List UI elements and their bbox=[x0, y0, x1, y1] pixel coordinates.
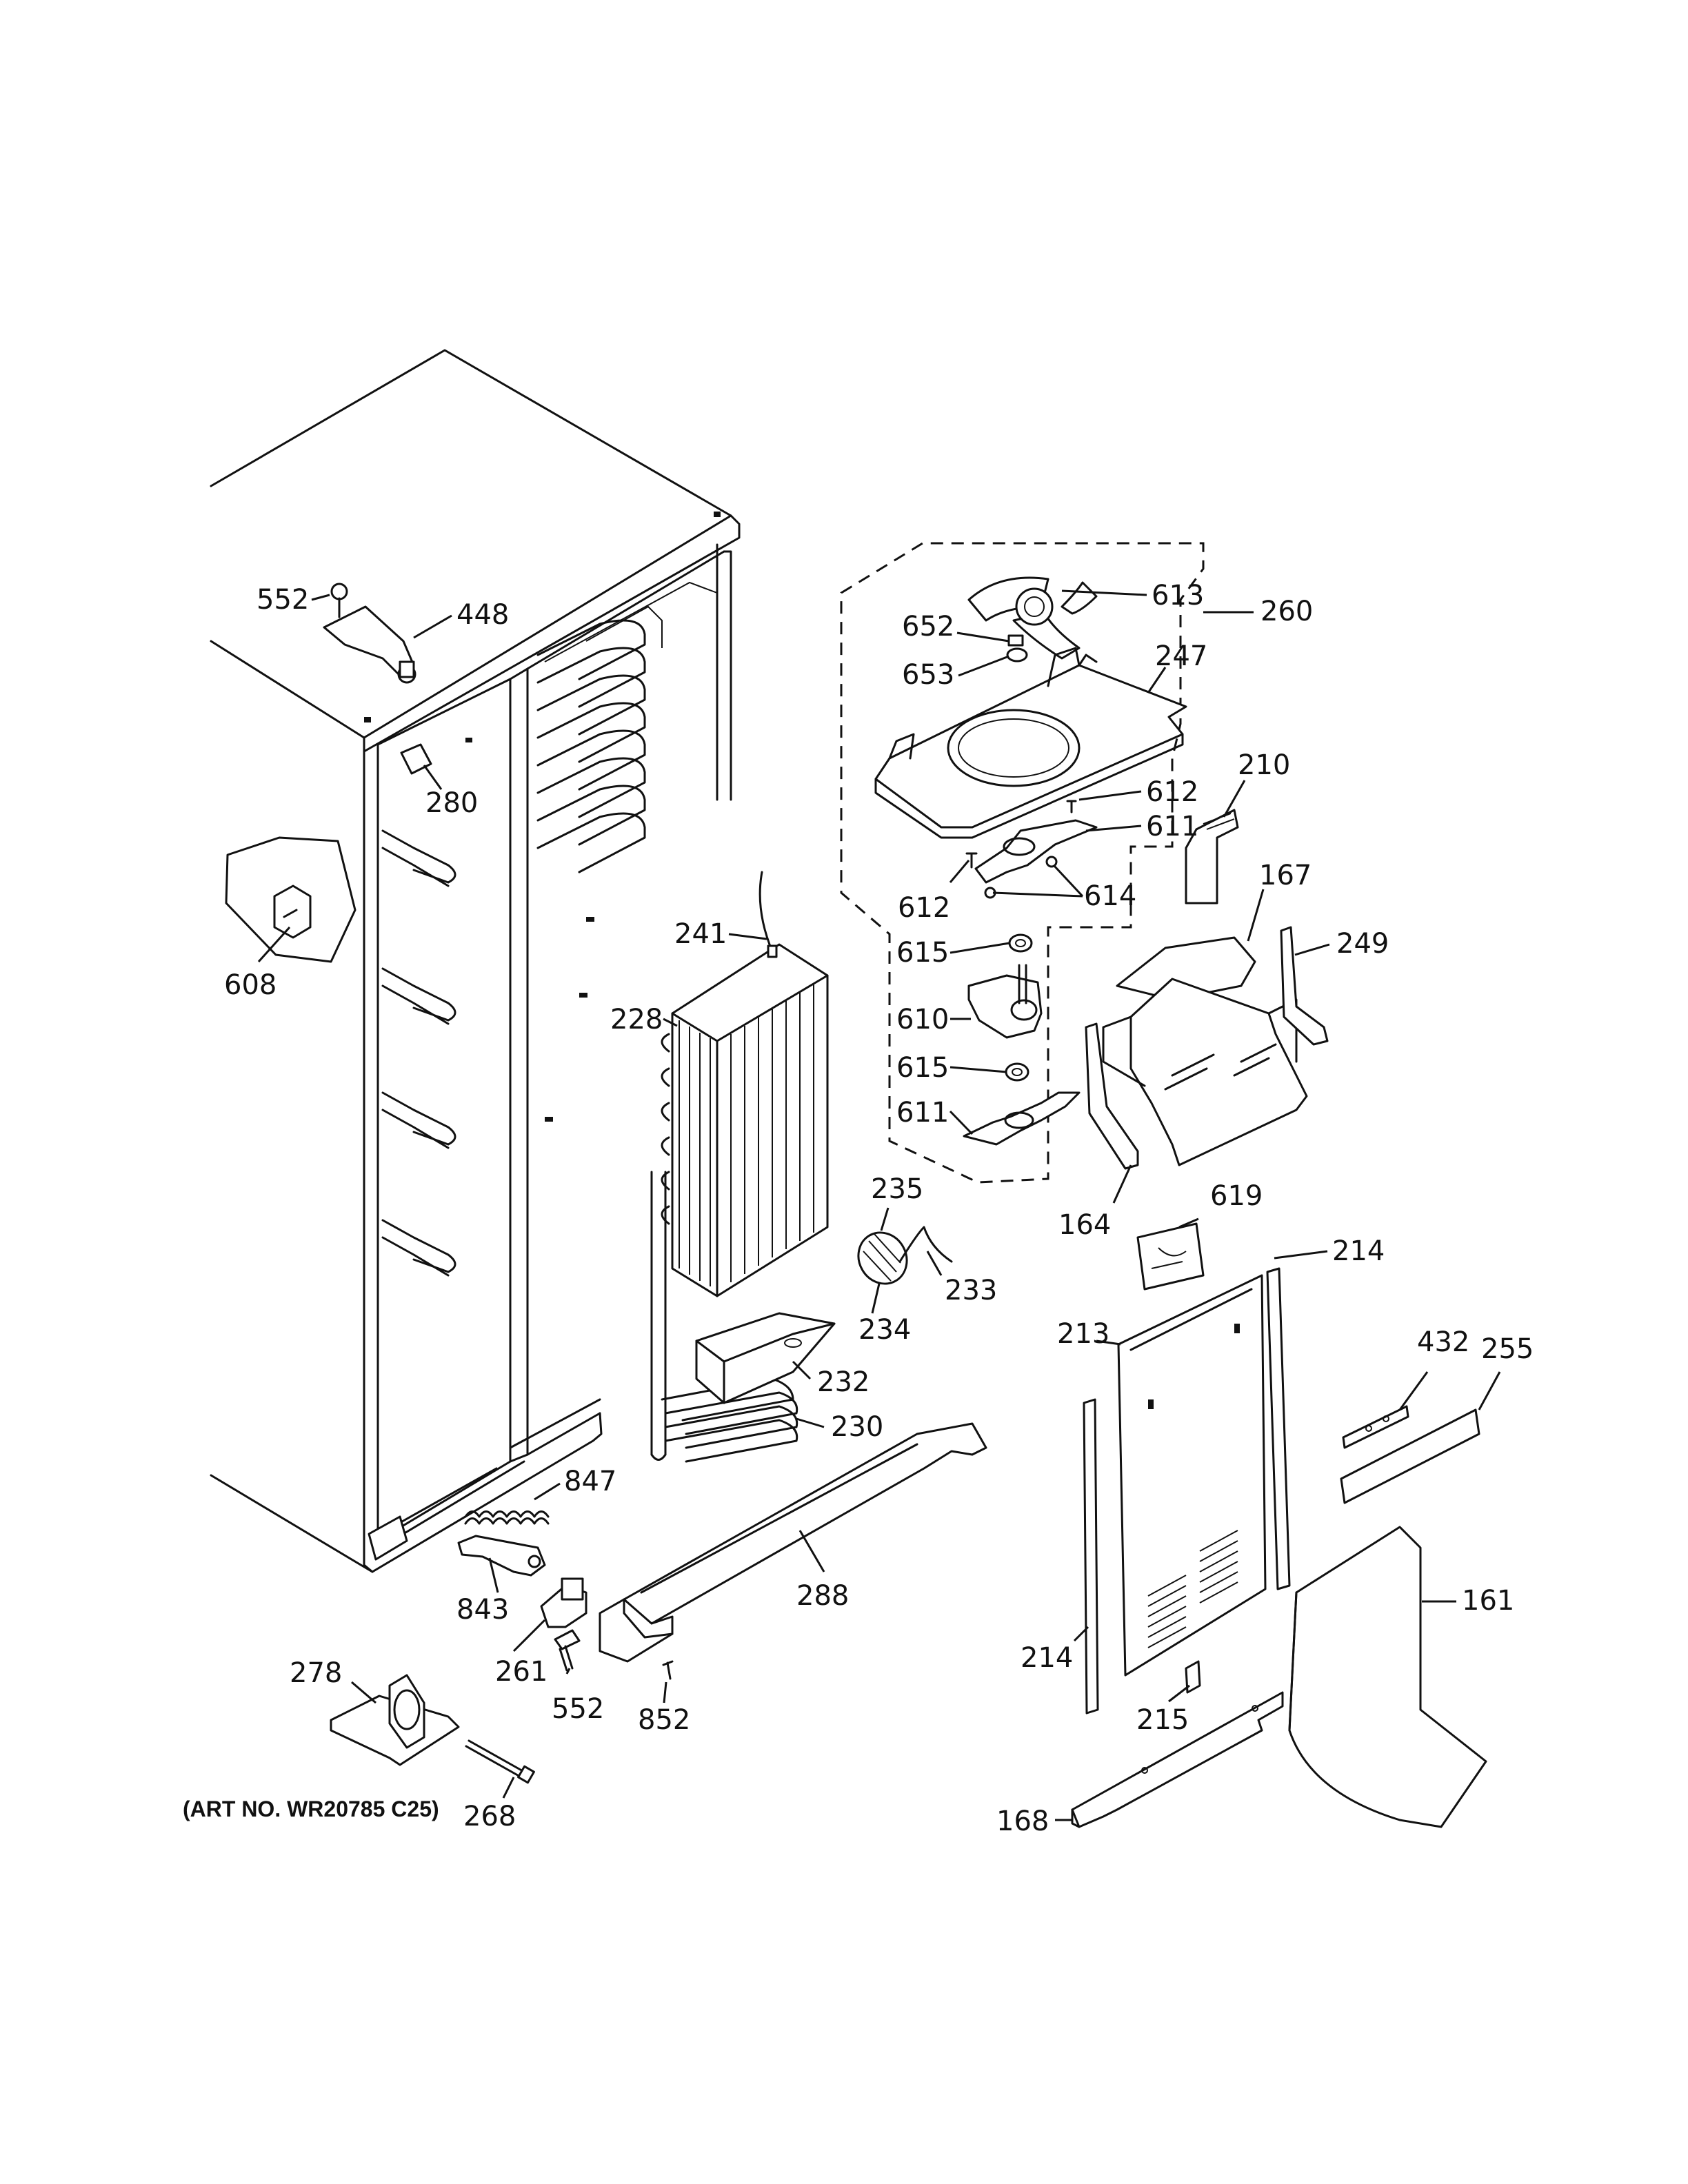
part-260-fan-assembly-outline bbox=[840, 542, 1205, 1184]
part-432-filter-bracket[interactable] bbox=[1342, 1405, 1409, 1449]
part-611-motor-bracket-lower[interactable] bbox=[963, 1091, 1081, 1146]
label-233: 233 bbox=[945, 1275, 997, 1306]
part-612-screw-b[interactable] bbox=[965, 852, 978, 869]
part-249-gasket-strip[interactable] bbox=[1280, 926, 1329, 1046]
part-613-fan-blade[interactable] bbox=[967, 576, 1098, 660]
label-552-bottom: 552 bbox=[552, 1693, 604, 1725]
part-255-trim-strip[interactable] bbox=[1340, 1408, 1480, 1504]
part-210-cover[interactable] bbox=[1185, 809, 1239, 904]
part-610-fan-motor[interactable] bbox=[967, 964, 1043, 1039]
part-247-fan-shroud[interactable] bbox=[874, 647, 1187, 839]
label-213: 213 bbox=[1057, 1318, 1109, 1350]
part-214-gasket-left[interactable] bbox=[1083, 1398, 1099, 1715]
label-168: 168 bbox=[996, 1806, 1049, 1837]
label-214-right: 214 bbox=[1332, 1235, 1385, 1267]
cabinet-hole-marks bbox=[364, 512, 721, 1122]
label-611-a: 611 bbox=[1146, 811, 1198, 842]
label-653: 653 bbox=[902, 659, 954, 691]
part-552-bolt-bottom[interactable] bbox=[554, 1629, 581, 1672]
label-652: 652 bbox=[902, 611, 954, 643]
part-268-leveling-bolt[interactable] bbox=[465, 1739, 535, 1784]
label-260: 260 bbox=[1260, 596, 1313, 627]
art-number: (ART NO. WR20785 C25) bbox=[183, 1797, 439, 1821]
refrigerator-cabinet bbox=[210, 349, 741, 1573]
part-213-back-panel[interactable] bbox=[1117, 1274, 1267, 1677]
label-611-b: 611 bbox=[896, 1097, 949, 1129]
part-611-motor-bracket-upper[interactable] bbox=[974, 819, 1098, 884]
label-232: 232 bbox=[817, 1366, 870, 1398]
label-249: 249 bbox=[1336, 928, 1389, 960]
label-261: 261 bbox=[495, 1656, 547, 1688]
part-214-gasket-right[interactable] bbox=[1266, 1267, 1291, 1590]
part-843-cam-lever[interactable] bbox=[457, 1535, 546, 1577]
part-215-clip[interactable] bbox=[1185, 1660, 1201, 1694]
part-552-screw-top[interactable] bbox=[330, 583, 348, 618]
part-619-filter-pad[interactable] bbox=[1136, 1222, 1205, 1291]
label-234: 234 bbox=[858, 1314, 911, 1346]
label-161: 161 bbox=[1462, 1585, 1514, 1617]
label-432: 432 bbox=[1417, 1326, 1469, 1358]
label-214-left: 214 bbox=[1021, 1642, 1073, 1674]
label-448: 448 bbox=[456, 599, 509, 631]
part-261-bracket[interactable] bbox=[540, 1577, 587, 1628]
part-615-grommet-lower[interactable] bbox=[1005, 1062, 1029, 1082]
label-230: 230 bbox=[831, 1411, 883, 1443]
label-612-a: 612 bbox=[1146, 776, 1198, 808]
part-164-gasket-strip[interactable] bbox=[1085, 1022, 1139, 1170]
part-612-screw-a[interactable] bbox=[1066, 800, 1077, 813]
label-164: 164 bbox=[1058, 1209, 1111, 1241]
label-247: 247 bbox=[1155, 640, 1207, 672]
part-167-air-duct-housing[interactable] bbox=[1102, 936, 1308, 1166]
label-843: 843 bbox=[456, 1594, 509, 1626]
label-613: 613 bbox=[1152, 580, 1204, 611]
label-255: 255 bbox=[1481, 1333, 1534, 1365]
label-619: 619 bbox=[1210, 1180, 1263, 1212]
part-161-duct-cover[interactable] bbox=[1288, 1526, 1487, 1828]
part-278-leveling-leg[interactable] bbox=[330, 1674, 460, 1766]
freezer-shelf-rails bbox=[536, 619, 646, 873]
part-847-spring[interactable] bbox=[464, 1510, 550, 1525]
label-167: 167 bbox=[1259, 860, 1312, 891]
part-653-washer[interactable] bbox=[1006, 647, 1028, 663]
label-615-b: 615 bbox=[896, 1052, 949, 1084]
part-615-grommet-upper[interactable] bbox=[1008, 933, 1033, 953]
label-608: 608 bbox=[224, 969, 277, 1001]
label-612-b: 612 bbox=[898, 892, 950, 924]
label-278: 278 bbox=[290, 1657, 342, 1689]
part-234-sensor-disc[interactable] bbox=[850, 1224, 916, 1293]
part-448-top-hinge[interactable] bbox=[323, 605, 416, 684]
label-615-a: 615 bbox=[896, 937, 949, 969]
label-288: 288 bbox=[796, 1580, 849, 1612]
part-233-sensor-wire[interactable] bbox=[898, 1226, 953, 1263]
label-552-top: 552 bbox=[257, 584, 309, 616]
label-610: 610 bbox=[896, 1004, 949, 1035]
part-652-nut[interactable] bbox=[1007, 634, 1024, 647]
part-288-drain-trough[interactable] bbox=[599, 1422, 987, 1663]
fresh-food-shelf-rails bbox=[381, 829, 456, 1277]
part-232-drain-pan[interactable] bbox=[695, 1312, 836, 1404]
label-852: 852 bbox=[638, 1704, 690, 1736]
label-215: 215 bbox=[1136, 1704, 1189, 1736]
label-241: 241 bbox=[674, 918, 727, 950]
leader-lines bbox=[257, 589, 1501, 1821]
label-847: 847 bbox=[564, 1466, 616, 1497]
label-280: 280 bbox=[425, 787, 478, 819]
label-614: 614 bbox=[1084, 880, 1136, 912]
label-268: 268 bbox=[463, 1801, 516, 1832]
label-210: 210 bbox=[1238, 749, 1290, 781]
part-228-evaporator[interactable] bbox=[661, 871, 829, 1297]
part-852-screw[interactable] bbox=[662, 1660, 674, 1680]
part-168-mounting-rail[interactable] bbox=[1071, 1691, 1284, 1828]
callout-labels: 552 448 280 608 613 260 652 653 247 612 … bbox=[224, 580, 1534, 1837]
part-608-switch-callout[interactable] bbox=[225, 836, 356, 963]
label-235: 235 bbox=[871, 1173, 923, 1205]
label-228: 228 bbox=[610, 1004, 663, 1035]
